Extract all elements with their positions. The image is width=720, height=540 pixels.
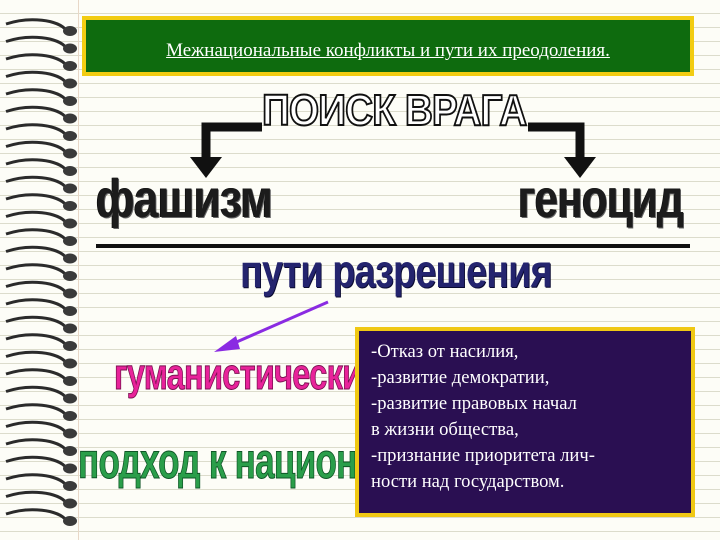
ways-of-resolution-heading: пути разрешения	[240, 245, 553, 297]
search-enemy-heading: ПОИСК ВРАГА	[261, 85, 528, 136]
spiral-ring	[5, 403, 68, 417]
margin-line	[78, 0, 79, 540]
spiral-hole	[63, 498, 77, 509]
list-item: -признание приоритета лич-	[371, 445, 595, 466]
elbow-arrow-left-head	[190, 157, 222, 178]
spiral-hole	[63, 288, 77, 299]
humanistic-label: гуманистический	[114, 350, 382, 400]
spiral-ring	[5, 18, 68, 32]
spiral-hole	[63, 463, 77, 474]
spiral-hole	[63, 78, 77, 89]
spiral-hole	[63, 166, 77, 176]
spiral-ring	[5, 385, 68, 399]
spiral-ring	[5, 158, 68, 172]
spiral-ring	[5, 350, 68, 364]
spiral-ring	[5, 298, 68, 312]
spiral-hole	[63, 43, 77, 54]
spiral-ring	[5, 368, 68, 382]
spiral-ring	[5, 508, 68, 522]
spiral-ring	[5, 420, 68, 434]
slide-title: Межнациональные конфликты и пути их прео…	[166, 40, 610, 61]
divider-line	[96, 244, 690, 248]
spiral-ring	[5, 490, 68, 504]
spiral-binding-icon	[5, 18, 77, 526]
list-item: ности над государством.	[371, 471, 565, 492]
spiral-ring	[5, 175, 68, 189]
spiral-ring	[5, 263, 68, 277]
spiral-hole	[63, 411, 77, 421]
spiral-ring	[5, 315, 68, 329]
spiral-ring	[5, 123, 68, 137]
spiral-ring	[5, 88, 68, 102]
spiral-ring	[5, 455, 68, 469]
spiral-hole	[63, 323, 77, 334]
spiral-hole	[63, 96, 77, 106]
list-item: -Отказ от насилия,	[371, 341, 519, 362]
spiral-ring	[5, 210, 68, 224]
spiral-hole	[63, 113, 77, 124]
spiral-ring	[5, 53, 68, 67]
spiral-hole	[63, 183, 77, 194]
spiral-hole	[63, 341, 77, 351]
spiral-ring	[5, 105, 68, 119]
fascism-label: фашизм	[96, 169, 273, 229]
genocide-label: геноцид	[518, 169, 684, 229]
title-banner: Межнациональные конфликты и пути их прео…	[82, 16, 694, 76]
spiral-ring	[5, 70, 68, 84]
spiral-ring	[5, 35, 68, 49]
spiral-hole	[63, 516, 77, 526]
spiral-hole	[63, 358, 77, 369]
spiral-ring	[5, 333, 68, 347]
spiral-ring	[5, 228, 68, 242]
spiral-hole	[63, 376, 77, 386]
spiral-hole	[63, 253, 77, 264]
spiral-hole	[63, 446, 77, 456]
spiral-hole	[63, 131, 77, 141]
spiral-hole	[63, 236, 77, 246]
spiral-hole	[63, 428, 77, 439]
elbow-arrow-left-icon	[201, 122, 262, 160]
spiral-ring	[5, 245, 68, 259]
spiral-hole	[63, 481, 77, 491]
diagonal-arrow-head	[214, 336, 240, 352]
spiral-hole	[63, 201, 77, 211]
spiral-hole	[63, 271, 77, 281]
spiral-ring	[5, 473, 68, 487]
spiral-hole	[63, 26, 77, 36]
diagonal-arrow-icon	[231, 300, 329, 346]
measures-list: -Отказ от насилия, -развитие демократии,…	[359, 331, 691, 495]
spiral-ring	[5, 193, 68, 207]
spiral-ring	[5, 140, 68, 154]
spiral-hole	[63, 218, 77, 229]
elbow-arrow-right-icon	[528, 122, 585, 160]
spiral-hole	[63, 393, 77, 404]
list-item: -развитие правовых начал	[371, 393, 577, 414]
spiral-hole	[63, 306, 77, 316]
spiral-hole	[63, 148, 77, 159]
spiral-hole	[63, 61, 77, 71]
spiral-ring	[5, 280, 68, 294]
list-item: в жизни общества,	[371, 419, 519, 440]
elbow-arrow-right-head	[564, 157, 596, 178]
list-item: -развитие демократии,	[371, 367, 550, 388]
spiral-ring	[5, 438, 68, 452]
measures-panel: -Отказ от насилия, -развитие демократии,…	[355, 327, 695, 517]
